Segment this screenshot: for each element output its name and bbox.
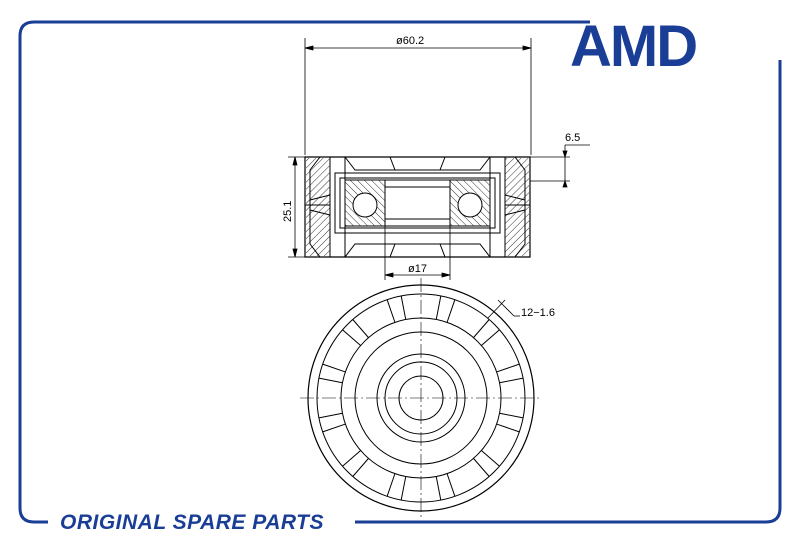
- rib-line: [499, 377, 524, 384]
- dim-rib: [487, 299, 520, 319]
- brand-logo: AMD: [570, 14, 698, 79]
- rib-line: [473, 458, 490, 477]
- rib-line: [352, 458, 369, 477]
- rib-line: [318, 412, 343, 419]
- rib-line: [496, 363, 520, 373]
- rib-line: [322, 363, 346, 373]
- rib-line: [342, 450, 361, 467]
- front-view-ribs: [318, 295, 524, 501]
- footer-tagline: ORIGINAL SPARE PARTS: [60, 511, 324, 534]
- dim-flange-label: 6.5: [565, 132, 580, 144]
- rib-line: [386, 473, 396, 497]
- logo-text: AMD: [570, 14, 696, 79]
- dim-outer-diameter-label: ø60.2: [396, 35, 424, 47]
- rib-line: [499, 412, 524, 419]
- dim-rib-label: 12−1.6: [521, 307, 555, 319]
- dim-inner-diameter-label: ø17: [408, 263, 427, 275]
- dim-flange: [530, 144, 590, 188]
- dim-inner-diameter: [384, 226, 451, 280]
- rib-line: [342, 329, 361, 346]
- rib-line: [400, 476, 407, 501]
- dim-outer-diameter: [304, 38, 532, 155]
- rib-line: [386, 299, 396, 323]
- rib-line: [352, 319, 369, 338]
- rib-line: [473, 319, 490, 338]
- dim-width-label: 25.1: [282, 201, 294, 222]
- frame-border: [18, 20, 782, 524]
- rib-line: [322, 423, 346, 433]
- rib-line: [496, 423, 520, 433]
- rib-line: [481, 450, 500, 467]
- rib-line: [435, 476, 442, 501]
- rib-line: [446, 473, 456, 497]
- front-view: [300, 278, 542, 520]
- rib-line: [481, 329, 500, 346]
- section-view: [304, 156, 531, 258]
- rib-line: [446, 299, 456, 323]
- rib-line: [400, 295, 407, 320]
- dim-width: [288, 156, 305, 258]
- rib-line: [318, 377, 343, 384]
- rib-line: [435, 295, 442, 320]
